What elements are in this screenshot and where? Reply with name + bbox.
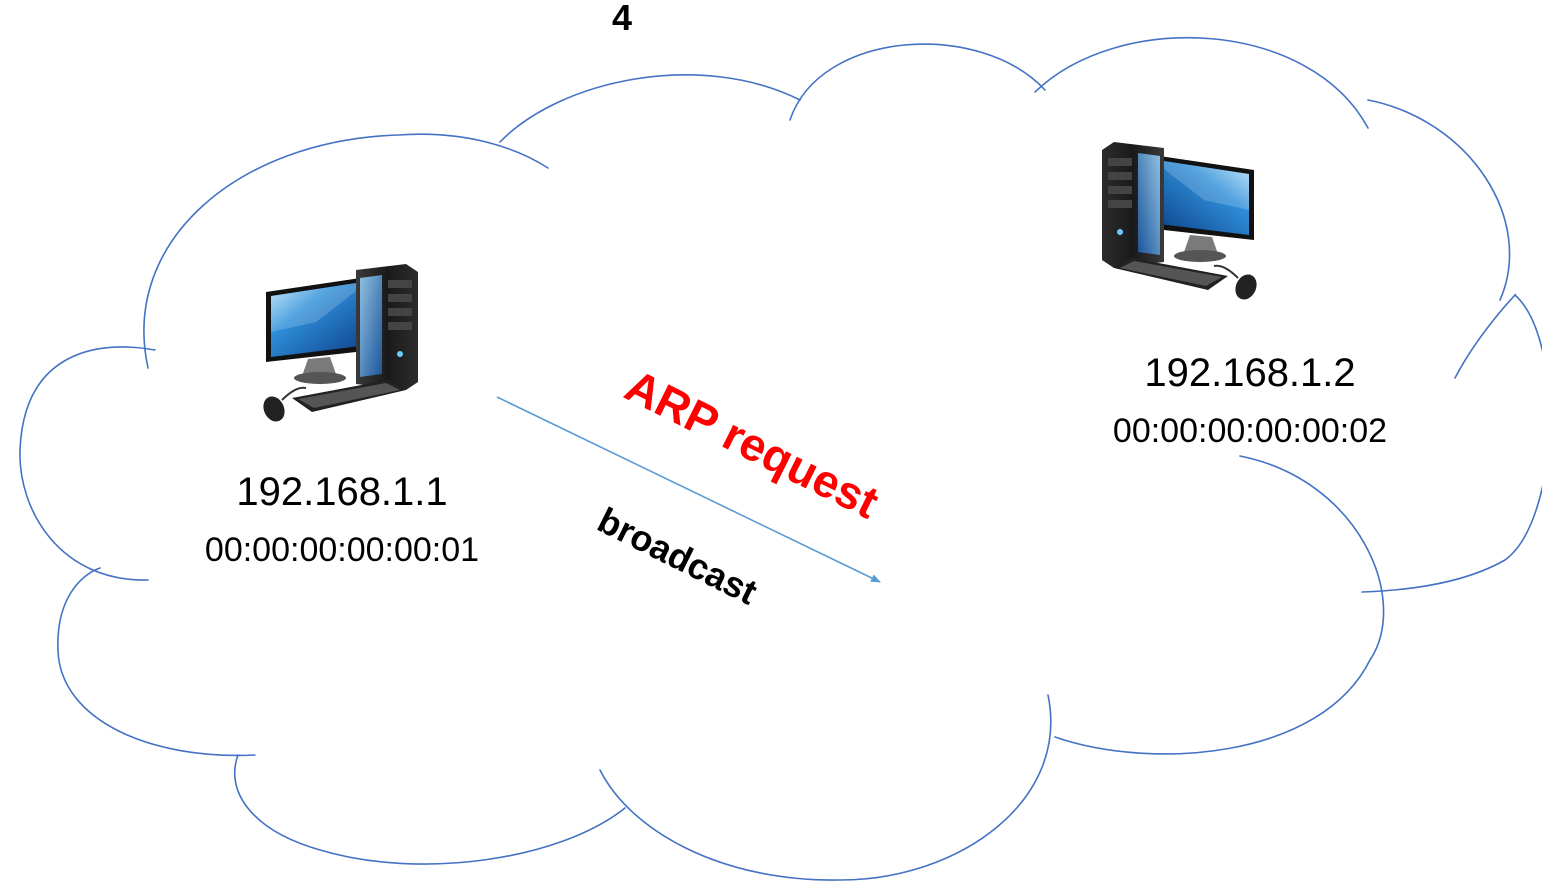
host-1-mac: 00:00:00:00:00:01	[205, 531, 479, 569]
host-2-mac: 00:00:00:00:00:02	[1113, 412, 1387, 450]
host-2-ip: 192.168.1.2	[1144, 351, 1355, 395]
network-cloud	[19, 36, 1542, 881]
slide-number: 4	[612, 0, 632, 38]
computer-icon	[1101, 141, 1262, 305]
computer-icon	[258, 263, 419, 427]
arp-request-label: ARP request	[617, 359, 887, 528]
host-1-ip: 192.168.1.1	[236, 470, 447, 514]
broadcast-label: broadcast	[591, 499, 763, 612]
broadcast-arrow	[496, 396, 881, 583]
